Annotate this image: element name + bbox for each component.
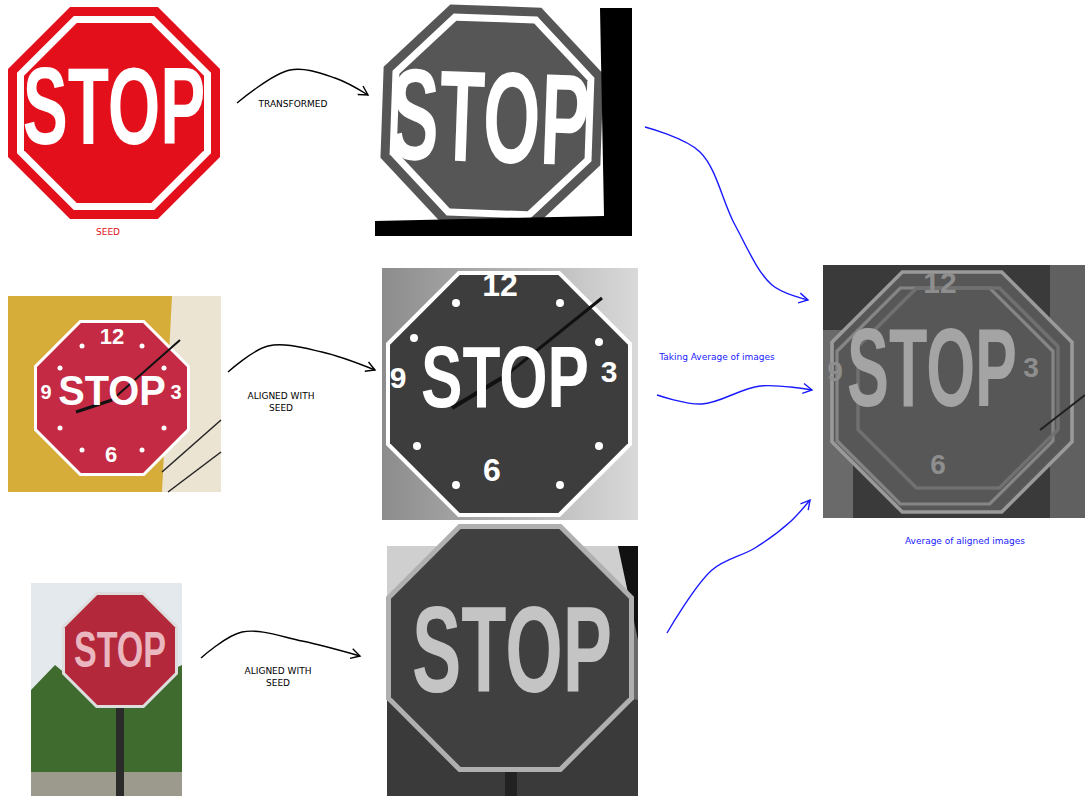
- clock-dots: [410, 299, 603, 489]
- image-panel: 12 9 STOP3 6: [8, 296, 221, 492]
- sign-ring: [388, 12, 597, 221]
- average-photo: [823, 265, 1085, 518]
- photo-ground: [8, 8, 220, 218]
- image-panel: STOP: [375, 8, 632, 236]
- sign-face: [65, 595, 175, 705]
- clock-dot: [452, 481, 460, 489]
- transformed-photo: [375, 2, 632, 236]
- aligned-street-photo: [386, 524, 638, 796]
- sign-pole: [116, 704, 124, 796]
- image-caption: Average of aligned images: [905, 537, 1025, 546]
- aligned-clock-photo: [382, 268, 638, 520]
- clock-numeral: 6: [930, 451, 946, 479]
- sign-text: STOP: [58, 370, 166, 412]
- arrow-label: TRANSFORMED: [257, 97, 330, 111]
- image-panel: 12 9 STOP 3 6: [382, 268, 638, 520]
- flow-arrow: [657, 386, 812, 404]
- sign-text: STOP: [23, 51, 206, 161]
- sign-text: STOP: [847, 312, 1017, 424]
- clock-dot: [80, 344, 85, 349]
- clock-dot: [595, 442, 603, 450]
- sign-octagon: [8, 7, 220, 219]
- clock-dot: [556, 299, 564, 307]
- blend-outline: [832, 272, 1072, 512]
- seed-photo: [8, 7, 220, 219]
- clock-numeral: 12: [100, 326, 124, 348]
- sign-ring: [62, 592, 178, 708]
- clock-numeral: 9: [827, 358, 843, 386]
- photo-ground: [31, 583, 182, 796]
- street-photo: [31, 583, 182, 796]
- flow-arrow: [228, 345, 375, 372]
- clock-dots: [58, 344, 167, 453]
- flow-arrow: [667, 500, 810, 633]
- sign-face: [37, 323, 187, 473]
- clock-numeral: 3: [1023, 354, 1039, 382]
- wall: [162, 296, 221, 492]
- arrow-label: ALIGNED WITH SEED: [234, 664, 322, 690]
- clock-photo: [8, 296, 221, 492]
- image-panel: STOP: [387, 546, 638, 796]
- image-panel: STOP: [31, 583, 182, 796]
- sign-text: STOP: [421, 333, 589, 421]
- blend-outline: [837, 288, 1053, 504]
- clock-numeral: 3: [170, 382, 181, 402]
- sign-ring: [386, 524, 634, 772]
- clock-numeral: 9: [40, 382, 51, 402]
- image-panel: STOPSEED: [8, 8, 220, 218]
- sign-face: [390, 275, 628, 513]
- photo-ground: [8, 296, 221, 492]
- sign-group: [378, 2, 606, 230]
- warp-border: [375, 8, 632, 236]
- clock-dot: [140, 448, 145, 453]
- sign-ring: [34, 320, 190, 476]
- sign-text: STOP: [412, 589, 612, 711]
- clock-dot: [410, 334, 418, 342]
- clock-dot: [556, 481, 564, 489]
- sign-octagon: [378, 2, 606, 230]
- ground: [31, 772, 182, 796]
- sign-ring: [17, 16, 211, 210]
- clock-dot: [58, 426, 63, 431]
- clock-numeral: 12: [923, 268, 956, 298]
- sign-text: STOP: [74, 625, 166, 675]
- clock-dot: [140, 344, 145, 349]
- blend-octagon: [832, 272, 1072, 512]
- sign-text: STOP: [388, 49, 592, 186]
- image-panel: 129STOP36Average of aligned images: [823, 265, 1085, 518]
- clock-numeral: 6: [105, 444, 117, 466]
- clock-dot: [162, 426, 167, 431]
- clock-dot: [413, 442, 421, 450]
- wall-line: [168, 452, 221, 492]
- sign-face: [391, 529, 629, 767]
- arrow-label: ALIGNED WITH SEED: [237, 389, 325, 415]
- flow-arrow: [201, 631, 360, 658]
- image-caption: SEED: [96, 228, 120, 237]
- clock-dot: [80, 448, 85, 453]
- clock-dot: [452, 299, 460, 307]
- clock-numeral: 9: [390, 363, 407, 393]
- clock-numeral: 3: [601, 357, 618, 387]
- arrow-label: Taking Average of images: [657, 350, 777, 364]
- clock-dot: [595, 338, 603, 346]
- clock-numeral: 12: [482, 269, 518, 301]
- sign-ring: [386, 271, 632, 517]
- clock-numeral: 6: [483, 454, 501, 486]
- blend-line: [1040, 395, 1085, 430]
- photo-ground: [823, 265, 1085, 518]
- photo-ground: [382, 268, 638, 520]
- flow-arrow: [645, 127, 808, 300]
